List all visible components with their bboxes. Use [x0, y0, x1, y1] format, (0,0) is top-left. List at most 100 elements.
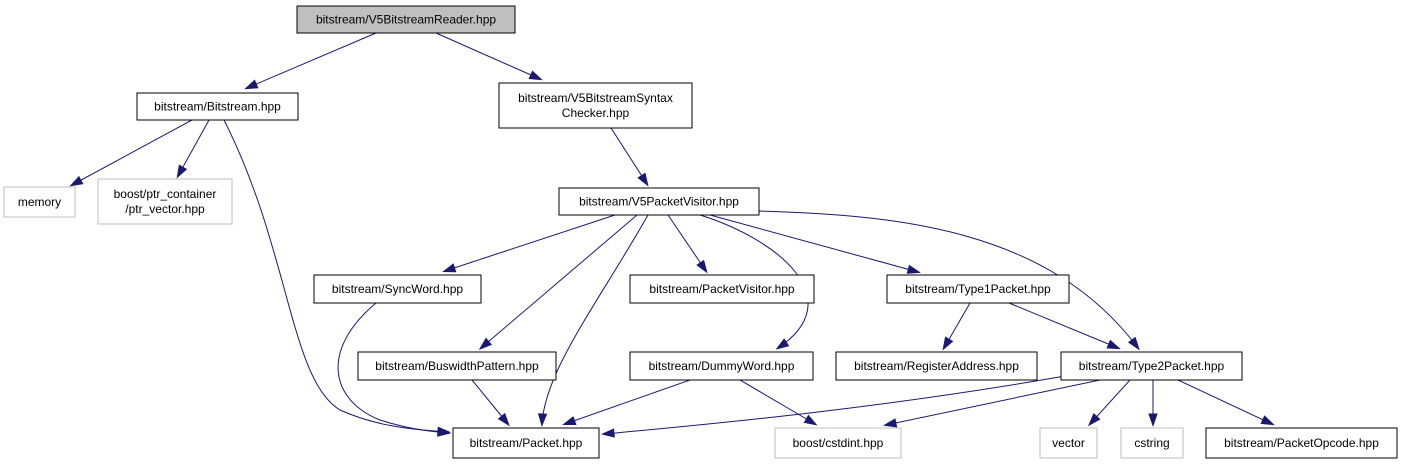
edge-arrowhead — [562, 416, 577, 425]
edge-line — [337, 302, 449, 434]
node-label: bitstream/Packet.hpp — [470, 436, 583, 450]
edge-line — [603, 375, 1066, 435]
node-label: Checker.hpp — [562, 106, 630, 120]
node-buswidth[interactable]: bitstream/BuswidthPattern.hpp — [357, 351, 557, 381]
node-label: bitstream/SyncWord.hpp — [332, 282, 463, 296]
edge-visitor-to-type1 — [709, 214, 921, 274]
edge-arrowhead — [1260, 415, 1275, 426]
edge-arrowhead — [244, 79, 259, 90]
edge-arrowhead — [696, 259, 708, 274]
node-label: memory — [18, 195, 61, 209]
edge-root-to-syntax — [435, 32, 543, 81]
edge-dummy-to-packet — [562, 379, 691, 425]
edge-arrowhead — [69, 175, 84, 187]
node-label: bitstream/V5BitstreamSyntax — [518, 91, 673, 105]
edge-arrowhead — [637, 172, 649, 187]
node-label: bitstream/V5BitstreamReader.hpp — [316, 13, 496, 27]
edge-visitor-to-buswidth — [478, 214, 638, 350]
edge-type2-to-vector — [1087, 379, 1131, 427]
node-label: boost/cstdint.hpp — [793, 436, 884, 450]
edge-syntax-to-visitor — [610, 127, 649, 187]
node-box — [3, 186, 76, 218]
edge-arrowhead — [1087, 413, 1101, 427]
node-box — [296, 5, 516, 34]
edge-line — [885, 379, 1101, 426]
edge-line — [758, 210, 1139, 349]
edge-arrowhead — [1148, 413, 1158, 428]
edge-line — [246, 32, 377, 89]
node-packet[interactable]: bitstream/Packet.hpp — [452, 427, 600, 459]
edge-type2-to-cstring — [1148, 380, 1158, 428]
edge-arrowhead — [1106, 339, 1121, 350]
edge-type2-to-opcode — [1177, 379, 1275, 426]
edge-line — [610, 127, 648, 185]
node-box — [452, 427, 600, 459]
edge-line — [223, 119, 449, 433]
graph-edges — [69, 32, 1275, 438]
edge-line — [739, 379, 816, 425]
edge-type1-to-regaddr — [942, 302, 971, 351]
node-bitstream[interactable]: bitstream/Bitstream.hpp — [136, 92, 299, 121]
node-label: bitstream/BuswidthPattern.hpp — [375, 359, 539, 373]
node-vector: vector — [1039, 427, 1098, 459]
node-type2[interactable]: bitstream/Type2Packet.hpp — [1060, 351, 1243, 381]
edge-arrowhead — [775, 338, 790, 350]
node-label: bitstream/PacketVisitor.hpp — [649, 282, 795, 296]
edge-type2-to-packet — [600, 375, 1066, 438]
edge-arrowhead — [906, 264, 921, 274]
edge-visitor-to-syncword — [442, 214, 616, 273]
edge-arrowhead — [528, 70, 543, 81]
edge-arrowhead — [942, 336, 954, 351]
node-memory: memory — [3, 186, 76, 218]
edge-line — [435, 32, 541, 80]
edge-arrowhead — [478, 337, 493, 350]
node-label: /ptr_vector.hpp — [125, 202, 205, 216]
node-box — [313, 274, 482, 304]
edge-arrowhead — [883, 418, 898, 428]
edge-visitor-to-packetvisitor — [667, 214, 708, 274]
node-packetvisitor[interactable]: bitstream/PacketVisitor.hpp — [629, 274, 815, 304]
node-syncword[interactable]: bitstream/SyncWord.hpp — [313, 274, 482, 304]
edge-syncword-to-packet — [337, 302, 452, 437]
edge-line — [71, 119, 193, 186]
node-label: bitstream/Type2Packet.hpp — [1079, 359, 1225, 373]
node-box — [1205, 427, 1398, 459]
node-label: boost/ptr_container — [114, 187, 217, 201]
node-label: bitstream/DummyWord.hpp — [649, 359, 795, 373]
node-box — [886, 274, 1070, 304]
node-box — [498, 82, 693, 129]
node-opcode[interactable]: bitstream/PacketOpcode.hpp — [1205, 427, 1398, 459]
edge-line — [444, 214, 616, 272]
edge-visitor-to-packet — [537, 214, 649, 428]
edge-line — [480, 214, 638, 349]
edge-line — [667, 214, 707, 272]
edge-arrowhead — [442, 263, 457, 273]
edge-visitor-to-dummy — [699, 214, 809, 350]
edge-arrowhead — [497, 412, 510, 427]
node-box — [774, 427, 902, 459]
node-type1[interactable]: bitstream/Type1Packet.hpp — [886, 274, 1070, 304]
node-box — [136, 92, 299, 121]
node-box — [1060, 351, 1243, 381]
node-label: vector — [1052, 436, 1085, 450]
node-box — [835, 351, 1038, 381]
edge-bitstream-to-memory — [69, 119, 193, 187]
node-label: bitstream/V5PacketVisitor.hpp — [579, 195, 739, 209]
node-regaddr[interactable]: bitstream/RegisterAddress.hpp — [835, 351, 1038, 381]
node-label: cstring — [1134, 436, 1169, 450]
node-box — [558, 187, 760, 216]
node-box — [629, 274, 815, 304]
node-visitor[interactable]: bitstream/V5PacketVisitor.hpp — [558, 187, 760, 216]
node-cstdint: boost/cstdint.hpp — [774, 427, 902, 459]
edge-type1-to-type2 — [1008, 302, 1121, 350]
node-root[interactable]: bitstream/V5BitstreamReader.hpp — [296, 5, 516, 34]
edge-arrowhead — [600, 428, 615, 438]
edge-arrowhead — [1127, 336, 1140, 351]
node-dummy[interactable]: bitstream/DummyWord.hpp — [629, 351, 814, 381]
node-label: bitstream/PacketOpcode.hpp — [1224, 436, 1379, 450]
node-label: bitstream/RegisterAddress.hpp — [854, 359, 1019, 373]
node-box — [629, 351, 814, 381]
node-label: bitstream/Bitstream.hpp — [154, 100, 281, 114]
